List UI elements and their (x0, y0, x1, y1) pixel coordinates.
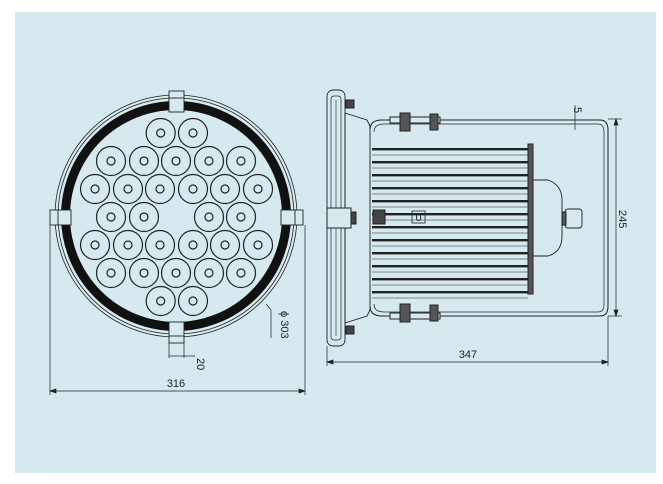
clip-width-dimension-label: 20 (194, 358, 206, 370)
heatsink-fin (372, 291, 528, 294)
driver-cap (532, 179, 563, 257)
outer-rim (54, 94, 298, 338)
heatsink-fin (372, 187, 528, 190)
led-lens (209, 229, 241, 261)
led-lens (112, 173, 144, 205)
led-lens (225, 257, 257, 289)
led-lens (95, 201, 127, 233)
drawing-background (15, 12, 656, 473)
led-lens (177, 173, 209, 205)
led-lens (128, 201, 160, 233)
led-array (79, 117, 274, 317)
led-lens (193, 201, 225, 233)
switch-label: 0 (415, 212, 421, 224)
heatsink-fin (372, 252, 528, 255)
outer-rim-inner (57, 97, 295, 335)
clip-top (168, 90, 185, 113)
side-view: 0 347 245 5 (325, 89, 628, 366)
clip-left (49, 209, 72, 226)
led-lens (112, 229, 144, 261)
led-lens (160, 257, 192, 289)
side-clip (326, 207, 352, 229)
heatsink-fin (372, 265, 528, 268)
clip-bottom (168, 321, 185, 344)
offset-dimension-label: 5 (571, 107, 583, 113)
led-lens (128, 257, 160, 289)
heatsink-fin (372, 200, 528, 203)
heatsink-fins (372, 148, 528, 299)
black-gasket-ring (61, 101, 291, 331)
led-lens (242, 229, 274, 261)
led-lens (242, 173, 274, 205)
led-lens (144, 173, 176, 205)
heatsink-fin (372, 174, 528, 177)
led-lens (160, 145, 192, 177)
heatsink-fin (372, 213, 528, 216)
led-lens (79, 173, 111, 205)
heatsink-fin (372, 161, 528, 164)
led-lens (209, 173, 241, 205)
width-dimension-label: 316 (167, 378, 185, 390)
led-lens (95, 145, 127, 177)
led-lens (193, 145, 225, 177)
led-lens (225, 201, 257, 233)
heatsink-fin (372, 226, 528, 229)
heatsink-fin (372, 239, 528, 242)
front-view: 316 ϕ 303 20 (48, 90, 307, 395)
led-lens (177, 229, 209, 261)
heatsink-flange (527, 143, 534, 295)
switch-box (411, 210, 426, 224)
led-lens (144, 229, 176, 261)
led-lens (177, 285, 209, 317)
heatsink-fin (372, 278, 528, 281)
heatsink-fin (372, 148, 528, 151)
led-lens (145, 285, 176, 317)
led-lens (79, 229, 111, 261)
led-lens (95, 257, 127, 289)
clip-right (280, 209, 304, 226)
led-lens (193, 257, 225, 289)
housing (344, 112, 371, 324)
cable-gland (564, 208, 583, 229)
led-lens (145, 117, 176, 149)
side-dimensions (325, 105, 622, 366)
mounting-bracket (369, 119, 609, 317)
diameter-dimension-label: ϕ 303 (278, 311, 290, 339)
led-lens (225, 145, 257, 177)
led-lens (128, 145, 160, 177)
led-lens (177, 117, 209, 149)
front-dimensions (48, 225, 307, 395)
height-dimension-label: 245 (616, 210, 628, 228)
mounting-clips (49, 90, 304, 344)
length-dimension-label: 347 (459, 349, 477, 361)
